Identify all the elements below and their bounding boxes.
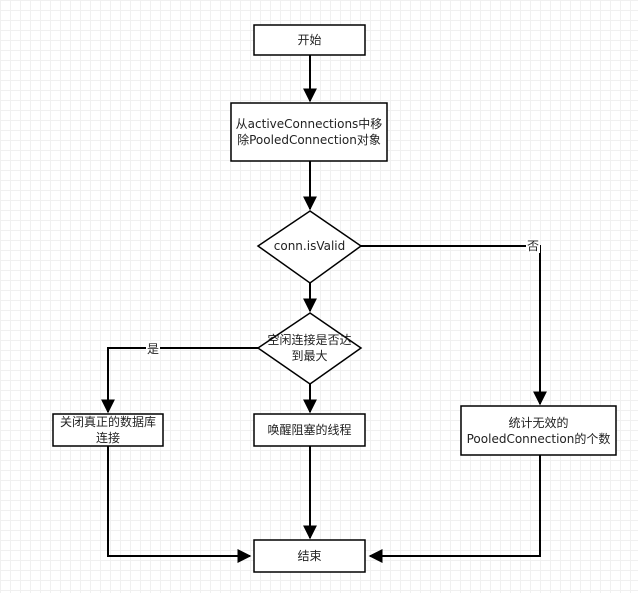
- close-box: [52, 413, 164, 447]
- valid-diamond: [256, 210, 363, 284]
- edge-close-to-end: [107, 446, 252, 563]
- end-box: [253, 539, 366, 573]
- remove-box: [230, 102, 388, 162]
- edge-idle-yes-to-close: [101, 347, 258, 414]
- wake-box: [253, 413, 366, 447]
- edge-label-no: 否: [526, 239, 541, 253]
- edge-count-to-end: [368, 455, 541, 563]
- count-box: [460, 405, 617, 456]
- edge-valid-no-to-count: [361, 245, 547, 406]
- idle-diamond: [256, 312, 363, 385]
- edge-label-yes: 是: [146, 342, 161, 356]
- shapes: [52, 24, 617, 573]
- start-box: [253, 24, 366, 56]
